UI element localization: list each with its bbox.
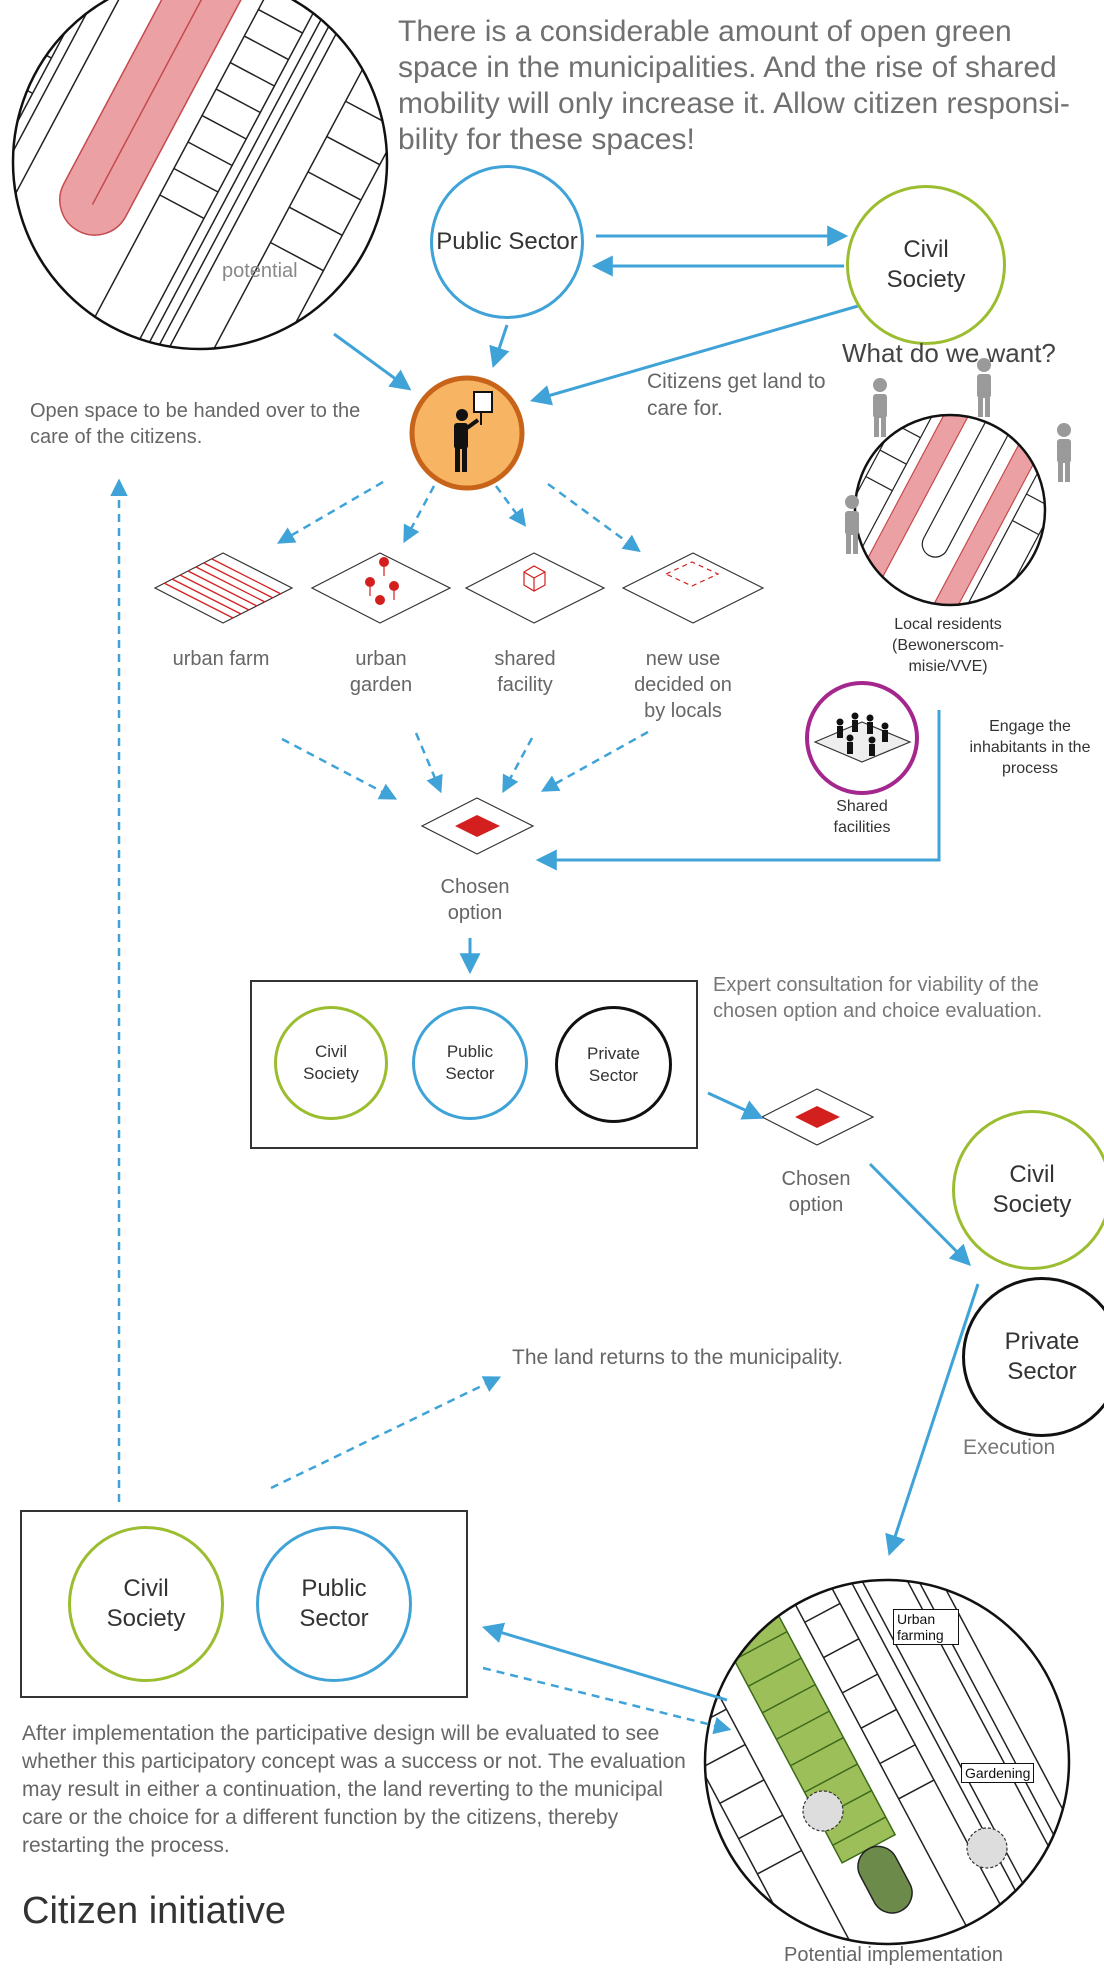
private-sector-circle-execution: Private Sector: [962, 1277, 1104, 1437]
engage-text: Engage the inhabitants in the process: [969, 718, 1091, 777]
option-urban-farm-icon: [153, 552, 294, 624]
chosen-option-label-2: Chosen option: [781, 1168, 851, 1216]
private-sector-circle-expert: Private Sector: [555, 1006, 672, 1123]
local-residents-label: Local residents (Bewonerscom-misie/VVE): [891, 616, 1005, 675]
citizens-get-land-text: Citizens get land to care for.: [647, 370, 826, 420]
public-sector-circle-top: Public Sector: [430, 165, 584, 319]
execution-label: Execution: [963, 1436, 1056, 1459]
potential-implementation-label: Potential implementation: [784, 1944, 1004, 1966]
evaluation-box: [20, 1510, 468, 1698]
shared-facilities-label: Shared facilities: [833, 798, 891, 836]
flow-arrows-dashed: [110, 478, 732, 1735]
gardening-tag: Gardening: [961, 1763, 1035, 1783]
option-shared-facility-icon: [464, 552, 606, 624]
citizen-sign-icon: [409, 375, 525, 491]
public-sector-circle-evaluation: Public Sector: [256, 1526, 412, 1682]
evaluation-text: After implementation the participative d…: [22, 1722, 686, 1857]
civil-society-circle-evaluation: Civil Society: [68, 1526, 224, 1682]
residents-map-illustration: [853, 413, 1047, 607]
chosen-option-icon-2: [760, 1088, 875, 1146]
expert-consultation-box: [250, 980, 698, 1149]
option-label-urban-farm: urban farm: [172, 648, 270, 670]
option-label-shared-facility: shared facility: [494, 648, 556, 696]
chosen-option-icon-1: [420, 797, 535, 855]
option-label-urban-garden: urban garden: [349, 648, 413, 696]
option-new-use-icon: [621, 552, 765, 624]
option-urban-garden-icon: [310, 552, 452, 624]
chosen-option-label-1: Chosen option: [440, 876, 510, 924]
expert-consultation-text: Expert consultation for viability of the…: [713, 974, 1043, 1022]
civil-society-circle-top: Civil Society: [846, 185, 1006, 345]
what-do-we-want-heading: What do we want?: [842, 338, 1056, 368]
civil-society-circle-execution: Civil Society: [952, 1110, 1104, 1270]
page-title: Citizen initiative: [22, 1890, 286, 1932]
person-figures: [845, 358, 1071, 554]
open-space-text: Open space to be handed over to the care…: [30, 400, 361, 448]
urban-farming-tag: Urban farming: [893, 1609, 959, 1645]
land-returns-text: The land returns to the municipality.: [512, 1346, 844, 1369]
public-sector-circle-expert: Public Sector: [412, 1006, 528, 1120]
option-label-new-use: new use decided on by locals: [634, 648, 732, 722]
map-potential-label: potential: [222, 260, 298, 282]
implementation-map-illustration: [703, 1578, 1071, 1946]
flow-arrows-solid: [333, 225, 980, 1702]
shared-facilities-icon: [805, 681, 919, 795]
intro-text: There is a considerable amount of open g…: [398, 15, 1070, 156]
civil-society-circle-expert: Civil Society: [274, 1006, 388, 1120]
